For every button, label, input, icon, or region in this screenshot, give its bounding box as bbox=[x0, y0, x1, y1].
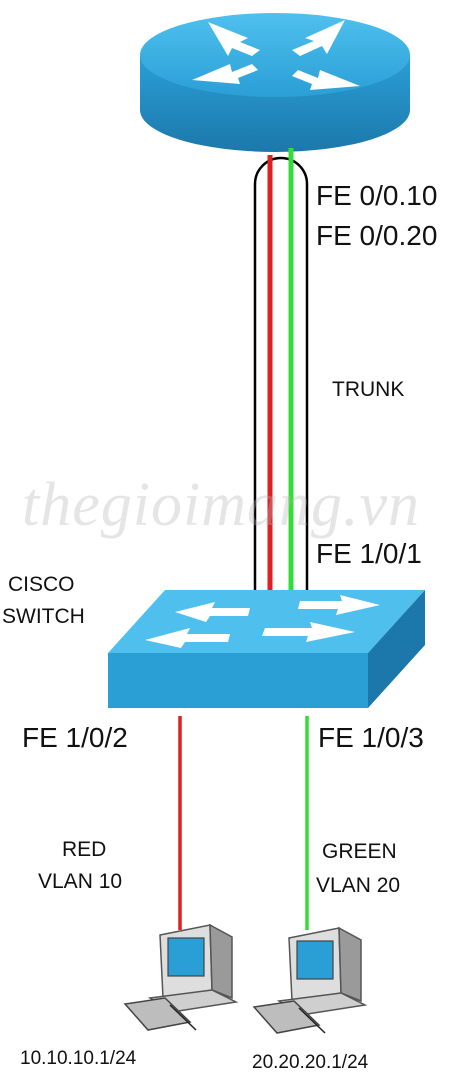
router-subinterface-10-label: FE 0/0.10 bbox=[316, 180, 438, 211]
green-vlan-id: VLAN 20 bbox=[316, 874, 401, 897]
switch-icon bbox=[108, 590, 425, 708]
switch-uplink-port-label: FE 1/0/1 bbox=[316, 538, 422, 569]
watermark-text: thegioimang.vn bbox=[22, 471, 420, 539]
pc-red-icon bbox=[123, 923, 239, 1031]
switch-name-line1: CISCO bbox=[8, 573, 75, 596]
router-icon bbox=[140, 13, 410, 152]
pc-green-icon bbox=[252, 926, 368, 1034]
red-vlan-id: VLAN 10 bbox=[38, 870, 123, 893]
switch-name-line2: SWITCH bbox=[2, 605, 85, 628]
trunk-label: TRUNK bbox=[332, 378, 405, 401]
red-host-ip: 10.10.10.1/24 bbox=[20, 1048, 137, 1069]
switch-port-red-label: FE 1/0/2 bbox=[22, 722, 128, 753]
green-host-ip: 20.20.20.1/24 bbox=[252, 1052, 369, 1073]
red-vlan-name: RED bbox=[62, 838, 107, 861]
router-subinterface-20-label: FE 0/0.20 bbox=[316, 220, 438, 251]
green-vlan-name: GREEN bbox=[322, 840, 397, 863]
trunk-link bbox=[253, 148, 309, 618]
switch-port-green-label: FE 1/0/3 bbox=[318, 722, 424, 753]
